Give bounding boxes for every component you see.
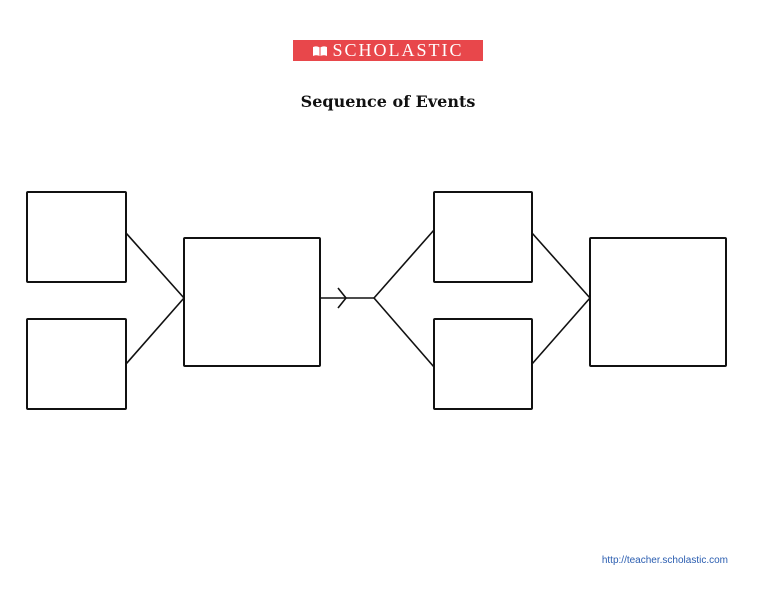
footer-url-link[interactable]: http://teacher.scholastic.com <box>601 555 728 566</box>
event-box-3-large[interactable] <box>183 237 321 367</box>
connector-line <box>125 297 185 365</box>
open-book-icon <box>313 45 328 56</box>
brand-name: SCHOLASTIC <box>332 40 464 60</box>
connector-line <box>531 232 591 299</box>
connector-line <box>373 297 435 368</box>
page-title: Sequence of Events <box>300 92 476 111</box>
event-box-5[interactable] <box>433 318 533 410</box>
scholastic-logo: SCHOLASTIC <box>293 40 483 61</box>
connector-line <box>531 297 591 365</box>
connector-line <box>373 229 435 299</box>
event-box-6-large[interactable] <box>589 237 727 367</box>
event-box-2[interactable] <box>26 318 127 410</box>
connector-line <box>125 232 185 299</box>
event-box-4[interactable] <box>433 191 533 283</box>
event-box-1[interactable] <box>26 191 127 283</box>
arrow-head-icon <box>337 287 348 309</box>
